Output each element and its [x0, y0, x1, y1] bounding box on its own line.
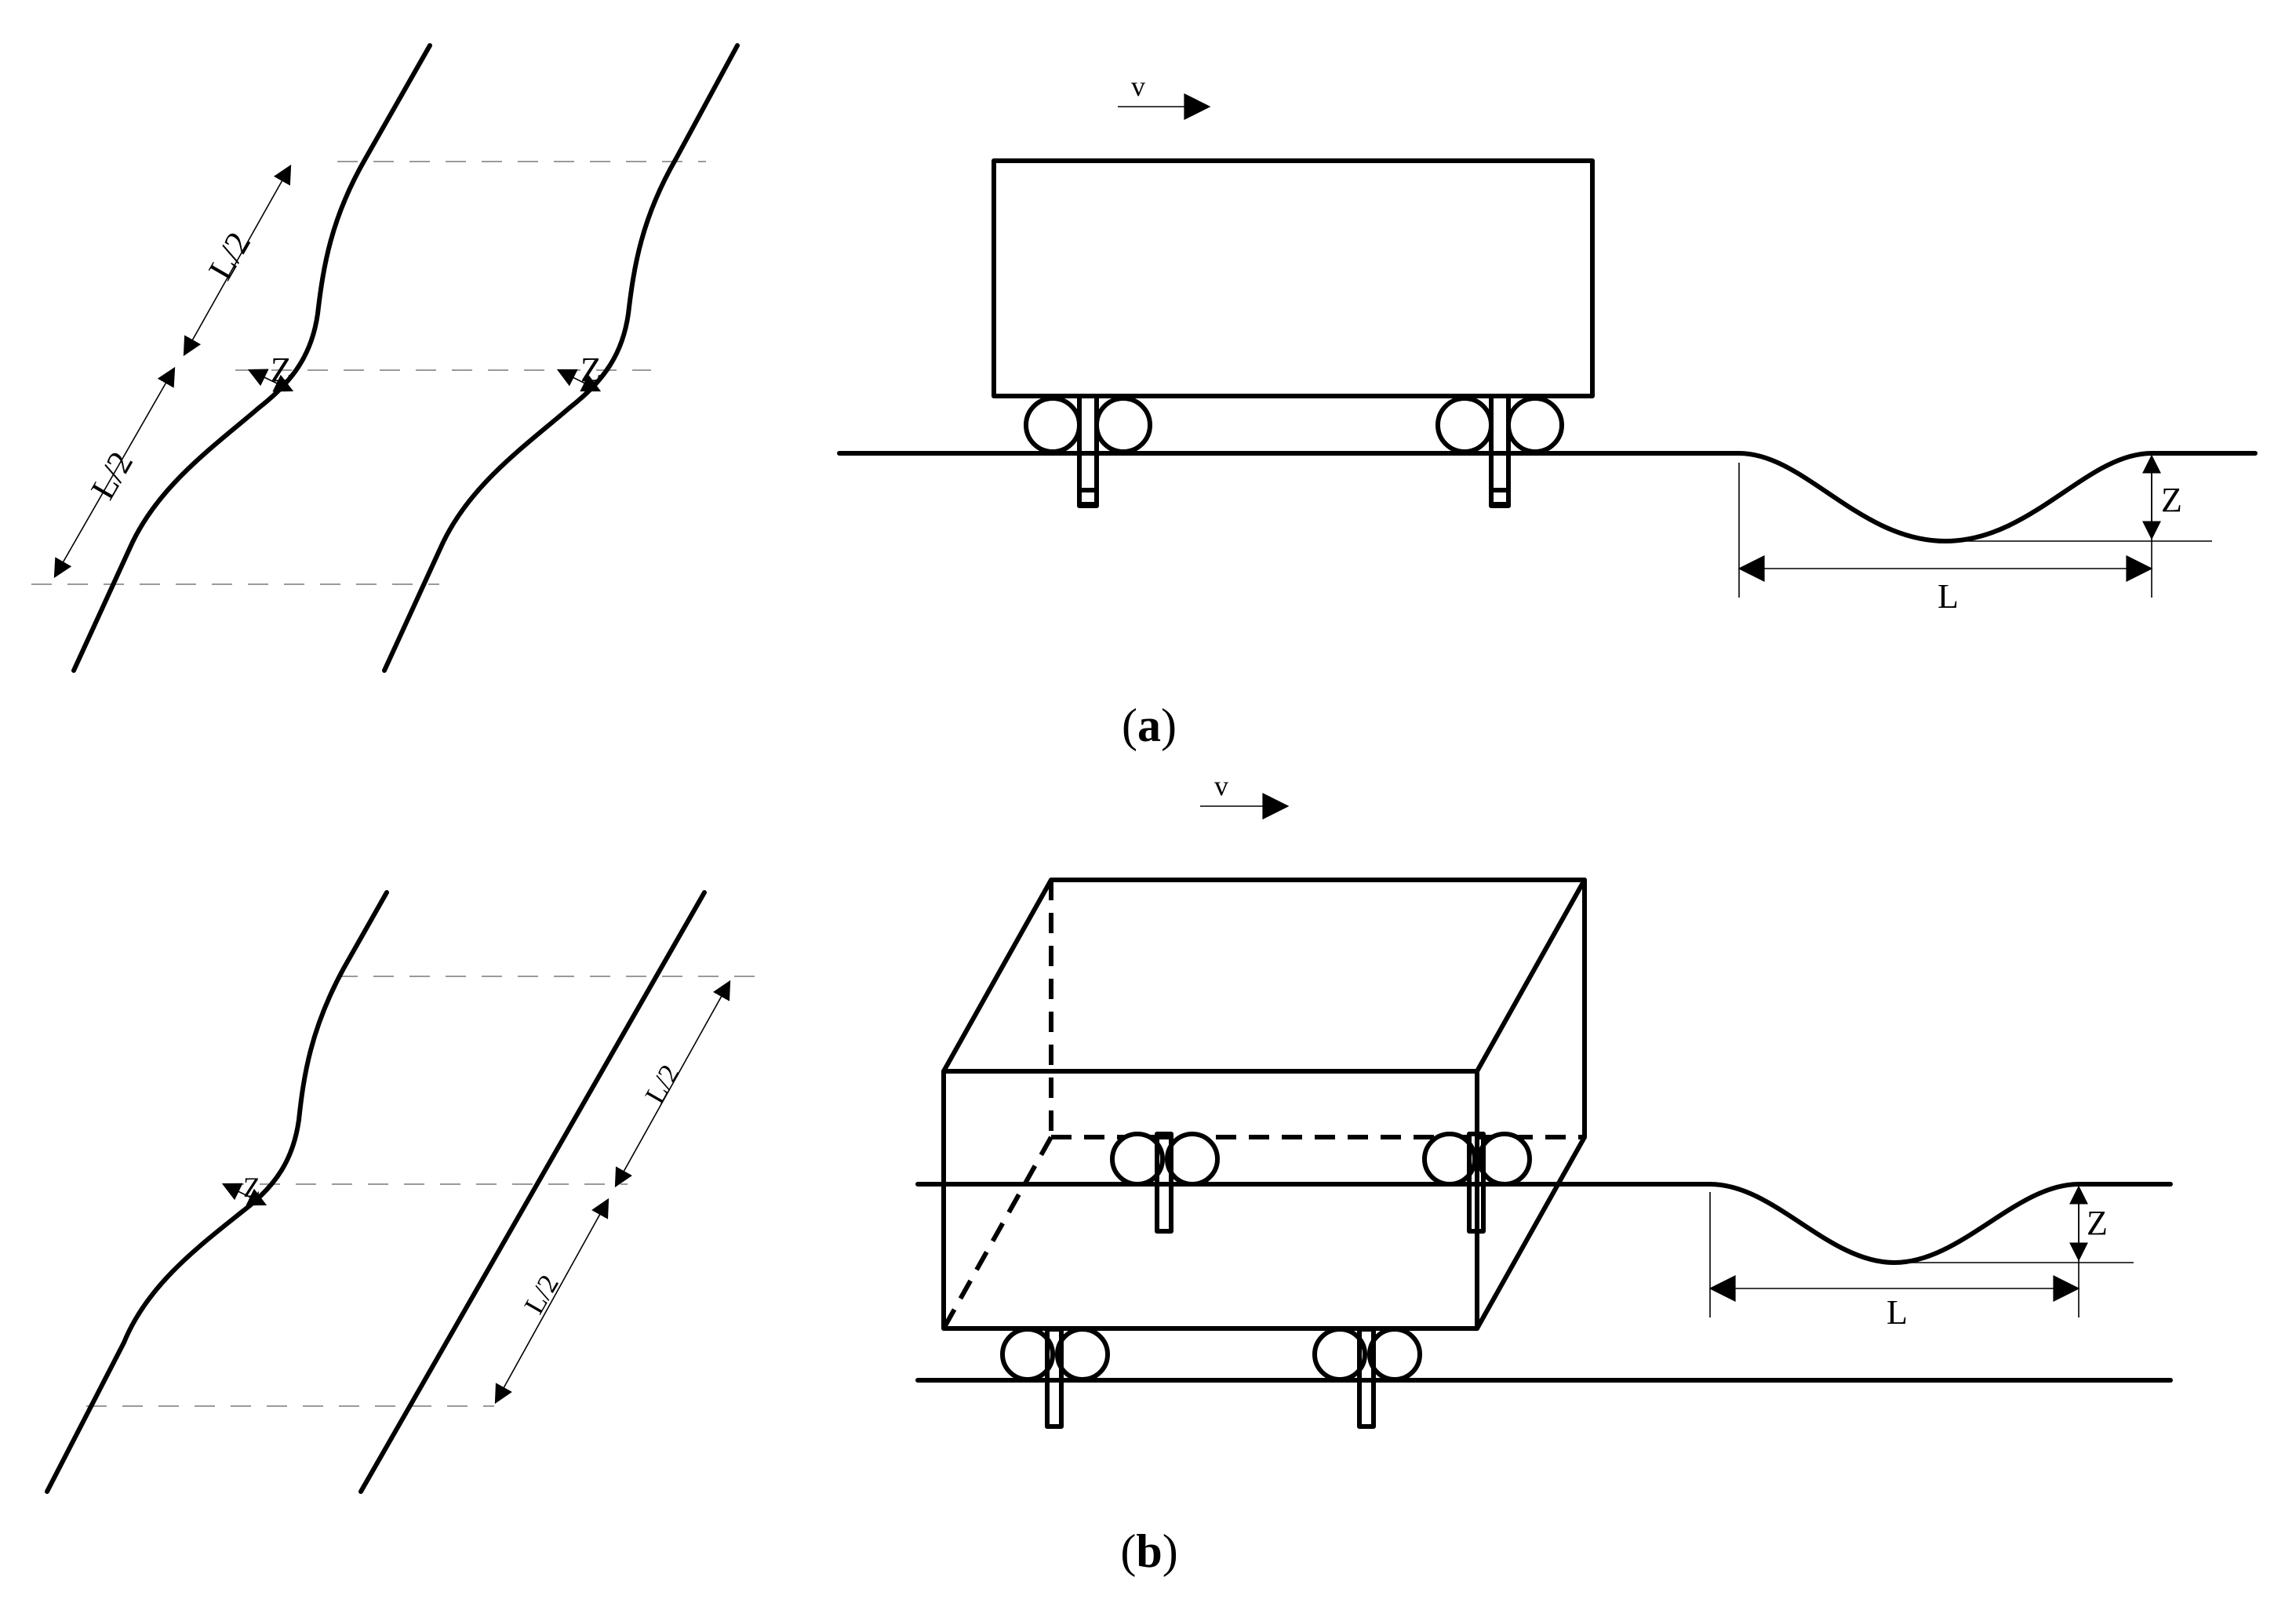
- sensor-probe: [1155, 1132, 1173, 1234]
- panel-a: L/2 L/2 Z Z v: [31, 43, 2258, 751]
- dimension-line-lower-half: [494, 1198, 609, 1405]
- label-length: L: [1887, 1293, 1908, 1332]
- panel-b: Z L/2 L/2 v: [45, 770, 2173, 1577]
- car-body: [992, 158, 1595, 398]
- sensor-probe: [1045, 1327, 1064, 1429]
- sensor-probe-tip: [1077, 488, 1099, 507]
- car-body-top-face: [941, 878, 1587, 1074]
- amplitude-arrow-right-rail: [556, 369, 602, 392]
- wheel: [1110, 1132, 1165, 1187]
- wheel: [1312, 1327, 1367, 1382]
- label-amplitude: Z: [2161, 481, 2182, 519]
- panel-a-side-view: v L Z: [837, 71, 2258, 616]
- label-half-length-upper: L/2: [201, 226, 258, 286]
- wheel: [1367, 1327, 1422, 1382]
- wheel: [1055, 1327, 1110, 1382]
- label-amplitude-left: Z: [271, 351, 292, 389]
- far-front-bogie: [1110, 1132, 1220, 1234]
- panel-a-plan-view: L/2 L/2 Z Z: [31, 43, 740, 673]
- left-rail-irregular: [71, 43, 432, 673]
- amplitude-arrow: [221, 1183, 267, 1206]
- label-half-length-upper: L/2: [639, 1059, 686, 1109]
- far-rail-with-dip: [915, 1182, 2173, 1265]
- sensor-probe-tip: [1489, 488, 1511, 507]
- near-front-bogie: [1000, 1327, 1110, 1429]
- hidden-edge-diagonal: [941, 1136, 1053, 1330]
- wheel: [1094, 396, 1152, 454]
- wheel: [1000, 1327, 1055, 1382]
- car-body-front-face: [941, 1069, 1479, 1331]
- velocity-label: v: [1214, 770, 1228, 801]
- near-rear-bogie: [1312, 1327, 1422, 1429]
- caption-letter-b: b: [1136, 1525, 1162, 1577]
- left-rail-irregular: [45, 890, 389, 1494]
- right-rail-irregular: [382, 43, 740, 673]
- wheel: [1477, 1132, 1532, 1187]
- dimension-line-upper-half: [614, 979, 731, 1188]
- wheel: [1024, 396, 1082, 454]
- car-body-bottom-right-edge: [1475, 1135, 1587, 1331]
- label-amplitude-right: Z: [580, 351, 602, 389]
- wheel: [1165, 1132, 1220, 1187]
- amplitude-arrow-left-rail: [247, 369, 294, 392]
- panel-b-caption: (b): [1120, 1525, 1177, 1577]
- label-amplitude: Z: [243, 1172, 260, 1203]
- dimension-line-lower-half: [53, 366, 176, 579]
- right-rail-straight: [358, 890, 707, 1494]
- rail-profile-with-dip: [837, 451, 2258, 543]
- label-half-length-lower: L/2: [518, 1270, 565, 1319]
- wheel: [1435, 396, 1494, 454]
- label-amplitude: Z: [2087, 1204, 2108, 1242]
- panel-b-isometric-view: v: [915, 770, 2173, 1429]
- dimension-line-upper-half: [183, 164, 292, 357]
- sensor-probe: [1357, 1327, 1376, 1429]
- label-half-length-lower: L/2: [83, 445, 140, 506]
- panel-a-caption: (a): [1122, 700, 1177, 751]
- panel-b-plan-view: Z L/2 L/2: [45, 890, 757, 1494]
- velocity-label: v: [1131, 71, 1145, 102]
- label-length: L: [1938, 577, 1959, 616]
- wheel: [1506, 396, 1564, 454]
- caption-letter-a: a: [1137, 700, 1161, 751]
